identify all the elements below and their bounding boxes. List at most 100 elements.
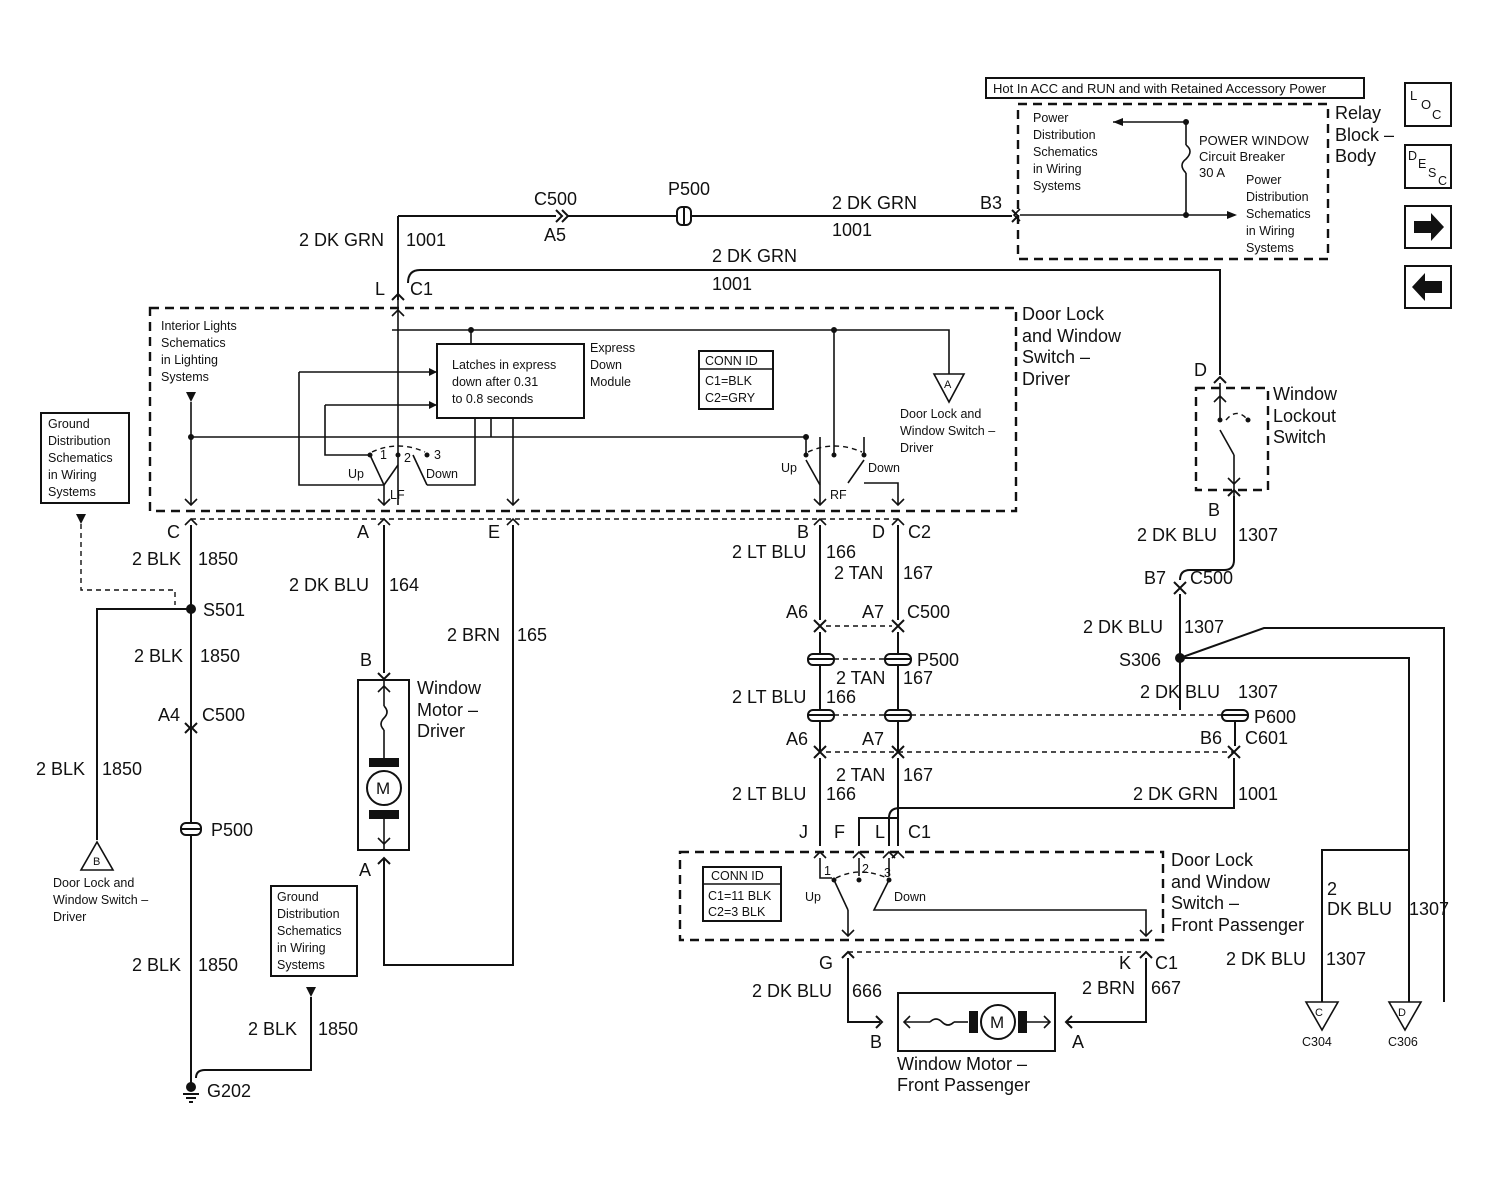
diagram-label: 2 DK BLU [1226,949,1306,969]
diagram-label: 2 TAN [836,765,885,785]
diagram-label: P500 [668,179,710,199]
diagram-label: 2 DK BLU [1137,525,1217,545]
diagram-label: K [1119,953,1131,973]
relay-block-section: Hot In ACC and RUN and with Retained Acc… [985,77,1394,261]
hot-label-box [985,77,1365,99]
diagram-label: S306 [1119,650,1161,670]
diagram-label: Front Passenger [1171,915,1304,935]
diagram-label: D [1194,360,1207,380]
diagram-label: Schematics [277,924,342,938]
diagram-label: Schematics [1033,145,1098,159]
diagram-label: C1 [908,822,931,842]
diagram-label: Down [426,467,458,481]
diagram-label: C306 [1388,1035,1418,1049]
diagram-label: P500 [917,650,959,670]
desc-button[interactable]: D E S C [1404,144,1452,189]
ground-icon [183,1093,199,1103]
diagram-label: C [1438,174,1447,188]
diagram-label: 2 BLK [134,646,183,666]
diagram-label: C2=3 BLK [708,905,766,919]
diagram-label: 166 [826,687,856,707]
diagram-label: Driver [417,721,465,741]
diagram-label: 2 LT BLU [732,687,806,707]
diagram-label: 1307 [1409,899,1449,919]
diagram-label: Motor – [417,700,478,720]
diagram-label: J [799,822,808,842]
diagram-label: 1 [380,448,387,462]
diagram-label: C601 [1245,728,1288,748]
diagram-label: 1850 [318,1019,358,1039]
driver-switch-section: Door Lock and Window Switch – Driver Int… [148,300,1122,526]
diagram-label: L [1410,88,1417,103]
interior-lights-ref: Interior Lights Schematics in Lighting S… [161,319,237,505]
prev-page-button[interactable] [1404,265,1452,309]
diagram-label: B [93,856,100,868]
diagram-label: 2 LT BLU [732,784,806,804]
diagram-label: C1=BLK [705,374,753,388]
diagram-label: 2 DK BLU [1140,682,1220,702]
diagram-label: Distribution [1246,190,1309,204]
diagram-label: O [1421,97,1431,112]
diagram-label: A5 [544,225,566,245]
loc-button[interactable]: L O C [1404,82,1452,127]
diagram-label: C1 [1155,953,1178,973]
diagram-label: 1850 [102,759,142,779]
diagram-label: D [1408,149,1417,163]
diagram-label: 2 BLK [248,1019,297,1039]
diagram-label: B [797,522,809,542]
diagram-label: POWER WINDOW [1199,133,1309,148]
diagram-label: C1=11 BLK [708,889,772,903]
diagram-label: 2 DK BLU [1083,617,1163,637]
diagram-label: M [990,1013,1004,1032]
passenger-switch-section: Door Lock and Window Switch – Front Pass… [678,850,1304,1095]
diagram-label: in Wiring [1033,162,1082,176]
diagram-label: Window [417,678,482,698]
diagram-label: 1001 [832,220,872,240]
diagram-label: B [360,650,372,670]
diagram-label: 2 LT BLU [732,542,806,562]
diagram-label: Switch – [1171,893,1239,913]
driver-conn-id: CONN ID C1=BLK C2=GRY [698,350,774,410]
diagram-label: Down [894,890,926,904]
diagram-label: F [834,822,845,842]
diagram-label: C500 [907,602,950,622]
ground-dist-box-2 [270,885,358,977]
diagram-label: C500 [534,189,577,209]
passenger-conn-id: CONN ID C1=11 BLK C2=3 BLK [702,866,782,922]
diagram-label: Relay [1335,103,1381,123]
diagram-label: CONN ID [711,869,764,883]
diagram-label: Door Lock and [53,876,134,890]
arrow-left-icon [1412,273,1442,301]
diagram-label: 2 BLK [36,759,85,779]
diagram-label: Door Lock and [900,407,981,421]
diagram-label: A4 [158,705,180,725]
diagram-label: Distribution [48,434,111,448]
hot-label: Hot In ACC and RUN and with Retained Acc… [993,81,1327,96]
diagram-label: 2 DK BLU [289,575,369,595]
diagram-label: Switch – [1022,347,1090,367]
diagram-label: Up [348,467,364,481]
diagram-label: 1850 [200,646,240,666]
diagram-label: 1307 [1184,617,1224,637]
diagram-label: 2 TAN [834,563,883,583]
diagram-label: Down [868,461,900,475]
top-feed: C500 A5 P500 2 DK GRN 1001 B3 2 DK GRN 1… [299,179,1221,375]
diagram-label: down after 0.31 [452,375,538,389]
diagram-label: M [376,779,390,798]
diagram-label: 167 [903,765,933,785]
diagram-label: A [359,860,371,880]
diagram-label: Schematics [1246,207,1311,221]
relay-block-title: Relay Block – Body [1335,103,1394,166]
diagram-label: Block – [1335,125,1394,145]
ref-a-triangle: A Door Lock and Window Switch – Driver [900,373,995,455]
diagram-label: 2 [404,451,411,465]
next-page-button[interactable] [1404,205,1452,249]
diagram-label: A6 [786,602,808,622]
diagram-label: Ground [48,417,90,431]
diagram-label: L [875,822,885,842]
diagram-label: Express [590,341,635,355]
diagram-label: DK BLU [1327,899,1392,919]
diagram-label: Driver [53,910,86,924]
driver-switch-dashed-box [148,306,1018,513]
